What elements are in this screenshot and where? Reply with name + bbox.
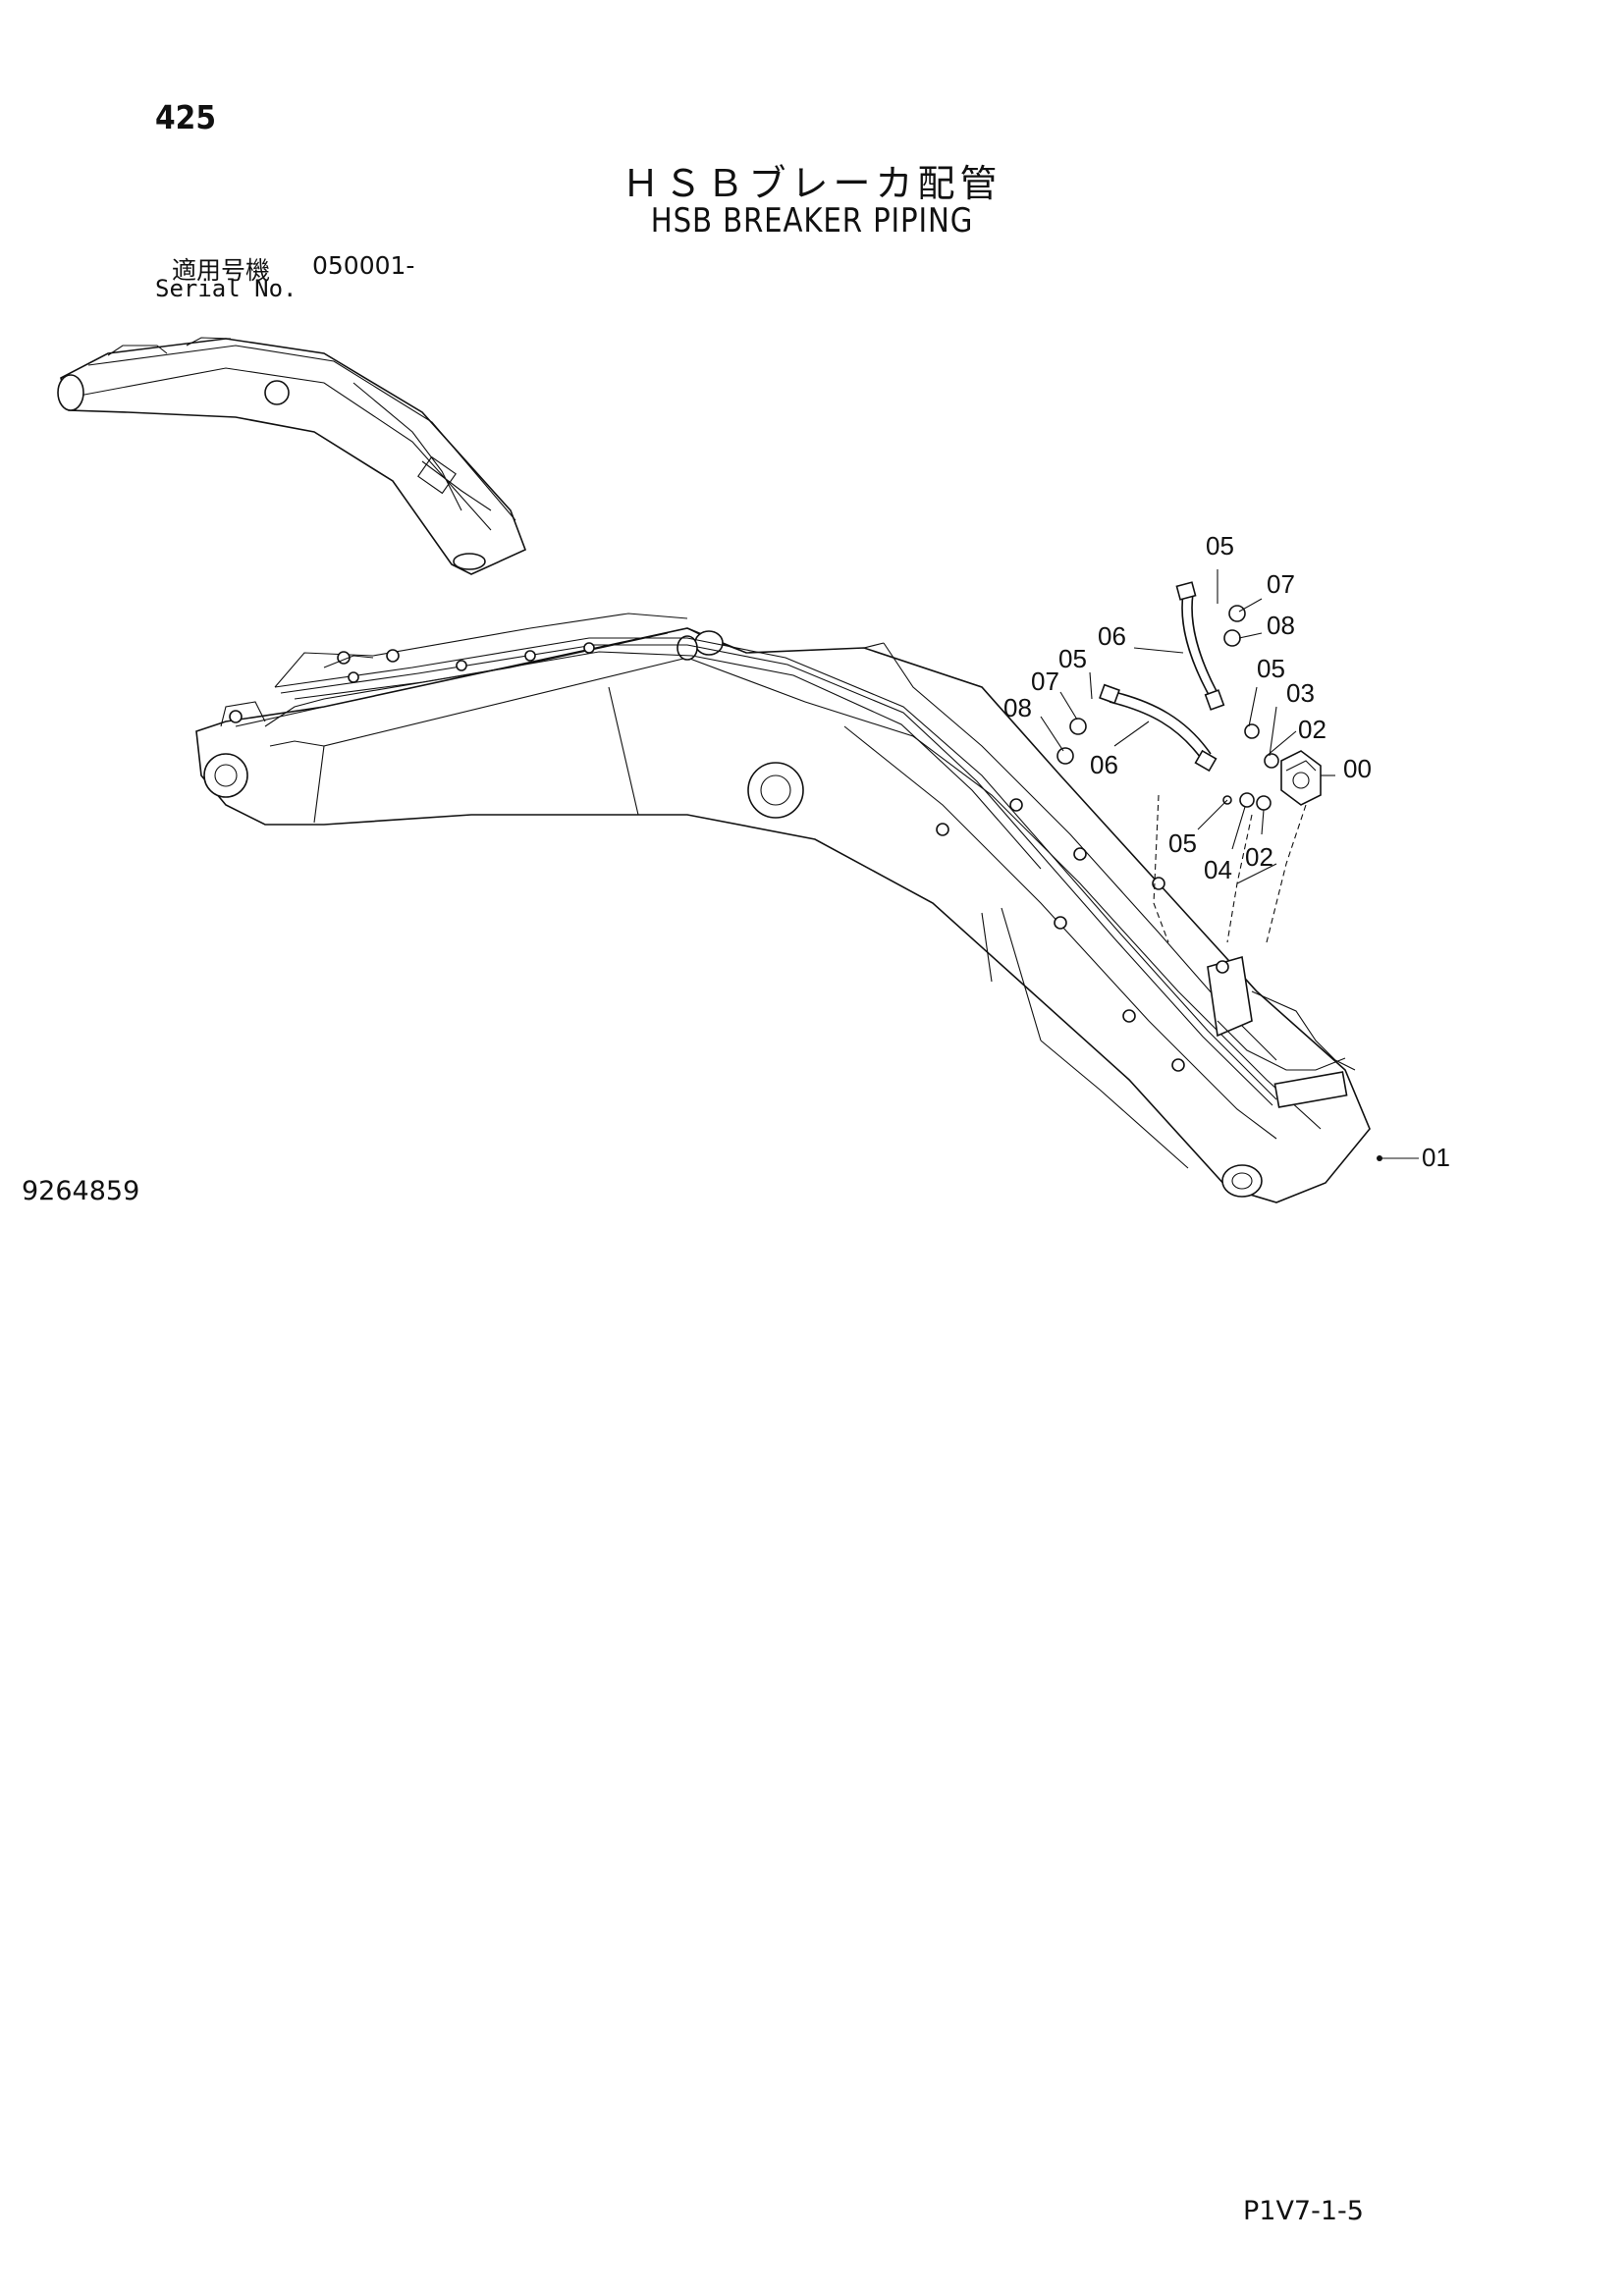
callout-label: 00 <box>1343 754 1372 783</box>
callout-label: 08 <box>1267 611 1295 640</box>
serial-label-english: Serial No. <box>155 275 298 302</box>
callout-label: 07 <box>1267 569 1295 599</box>
callout-label: 04 <box>1204 855 1232 884</box>
hose-assembly-exploded <box>1056 581 1322 943</box>
callout-label: 08 <box>1003 693 1032 722</box>
title-english: HSB BREAKER PIPING <box>650 201 974 240</box>
callout-label: 05 <box>1168 828 1197 858</box>
callout-label: 06 <box>1098 621 1126 651</box>
callout-label: 01 <box>1422 1143 1450 1172</box>
callout-label: 05 <box>1058 644 1087 673</box>
callout-label: 02 <box>1298 715 1326 744</box>
page-number: 425 <box>155 98 216 136</box>
drawing-number: 9264859 <box>22 1176 140 1206</box>
callout-label: 07 <box>1031 667 1059 696</box>
serial-number-value: 050001- <box>312 251 415 280</box>
serial-label-japanese: 適用号機 <box>172 256 271 285</box>
page-code: P1V7-1-5 <box>1243 2196 1364 2226</box>
callout-leaders <box>1040 569 1419 1161</box>
callout-label: 02 <box>1245 842 1273 872</box>
title-japanese: ＨＳＢブレーカ配管 <box>622 162 1002 205</box>
callout-label: 05 <box>1206 531 1234 561</box>
callout-label: 05 <box>1257 654 1285 683</box>
callout-label: 03 <box>1286 678 1315 708</box>
boom-overview-thumbnail <box>57 337 527 575</box>
callout-label: 06 <box>1090 750 1118 779</box>
boom-main-drawing <box>195 613 1371 1203</box>
